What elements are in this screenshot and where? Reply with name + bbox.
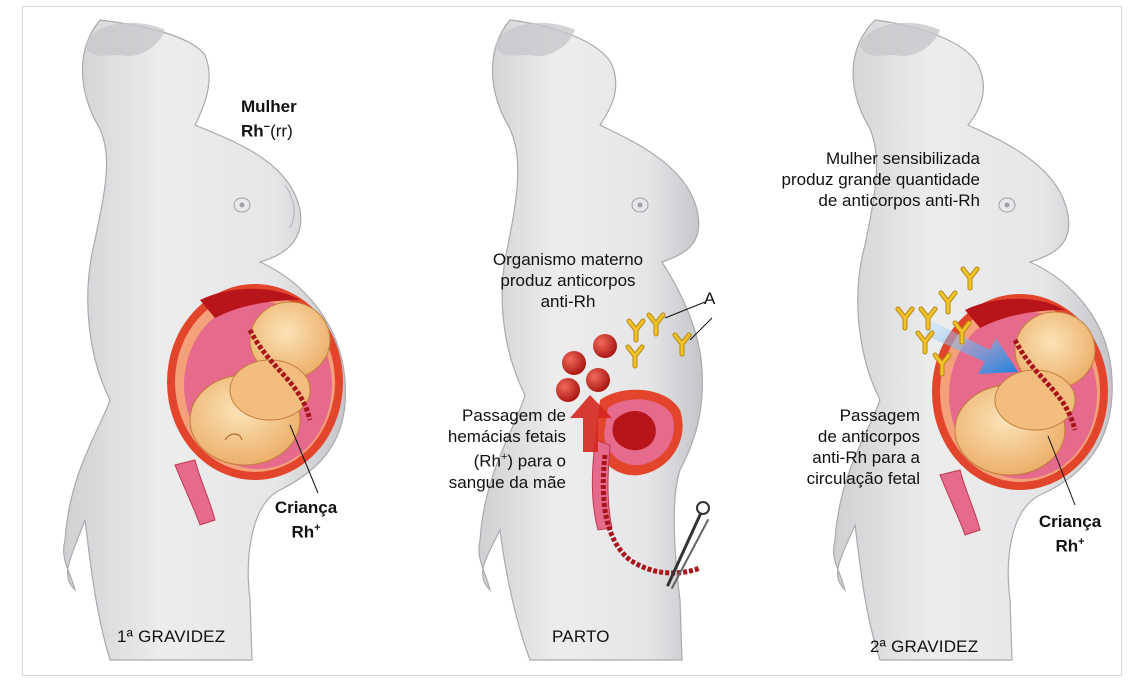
panel-title-first-pregnancy: 1ª GRAVIDEZ (117, 627, 225, 647)
red-blood-cell (556, 378, 580, 402)
panel-title-birth: PARTO (552, 627, 610, 647)
sensitized-woman-label: Mulher sensibilizada produz grande quant… (730, 148, 980, 211)
panel-2-woman-figure (479, 20, 702, 660)
antibody-passage-label: Passagem de anticorpos anti-Rh para a ci… (774, 405, 920, 489)
child-rh-positive-label-1: Criança Rh+ (266, 497, 346, 543)
fetal-red-cells-passage-label: Passagem de hemácias fetais (Rh+) para o… (404, 405, 566, 493)
child-rh-positive-label-2: Criança Rh+ (1030, 511, 1110, 557)
red-blood-cell (593, 334, 617, 358)
antibody-letter-label: A (704, 288, 715, 309)
woman-rh-negative-label: Mulher Rh−(rr) (241, 96, 297, 142)
red-blood-cell (562, 351, 586, 375)
red-blood-cell (586, 368, 610, 392)
maternal-antibodies-label: Organismo materno produz anticorpos anti… (478, 249, 658, 312)
panel-title-second-pregnancy: 2ª GRAVIDEZ (870, 637, 978, 657)
